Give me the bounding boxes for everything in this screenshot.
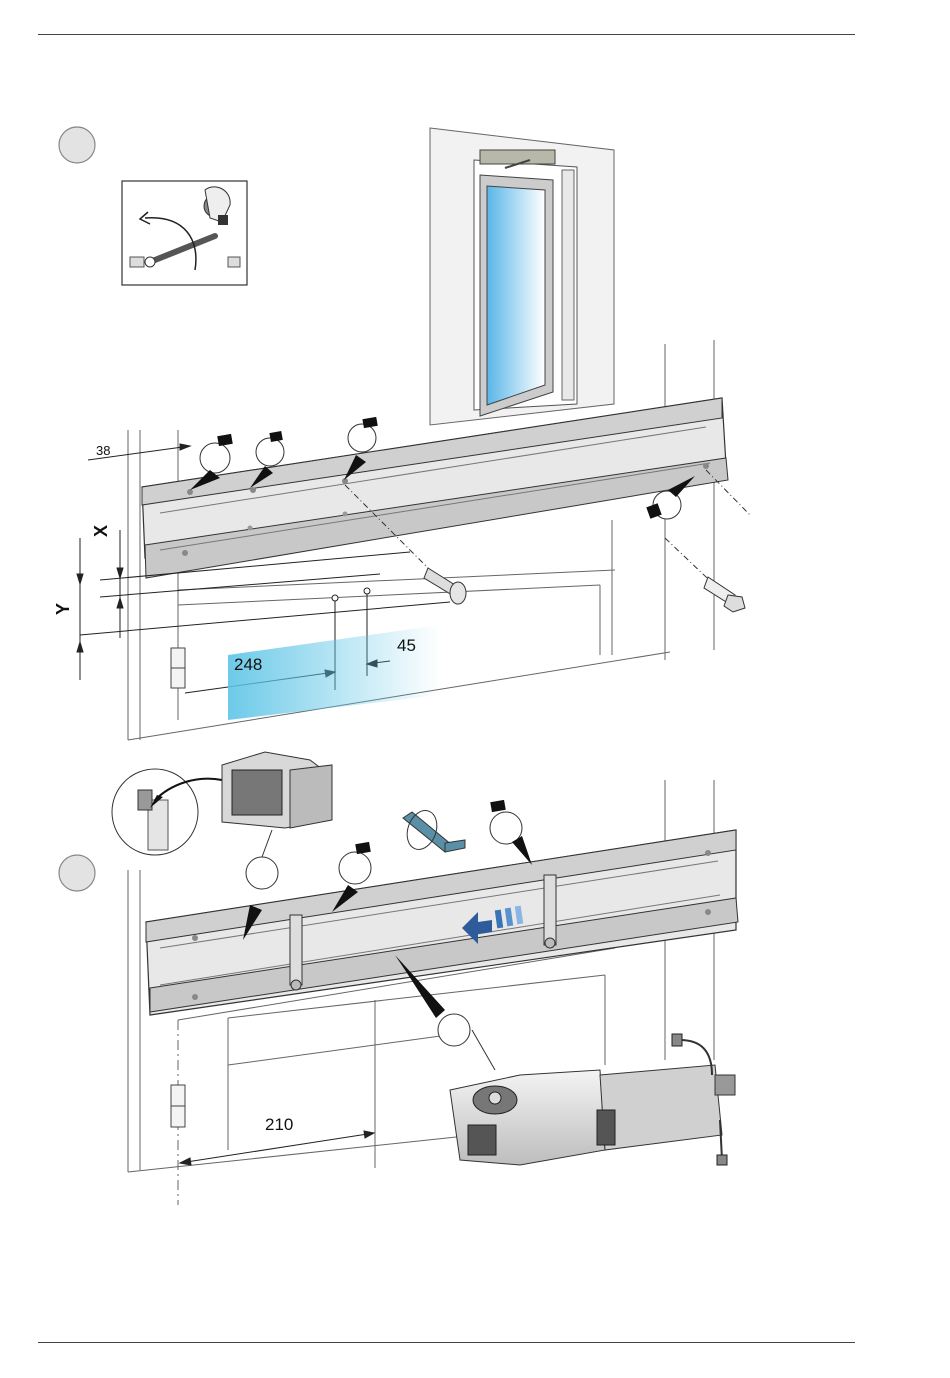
motor-unit bbox=[450, 1034, 735, 1165]
dim-y: Y bbox=[53, 603, 73, 615]
mounting-plate-step2 bbox=[146, 830, 738, 1015]
dimension-line-210 bbox=[180, 1131, 374, 1165]
mounting-plate-step1 bbox=[142, 398, 728, 578]
control-module-inset bbox=[112, 752, 332, 855]
hinge-step1 bbox=[171, 648, 185, 688]
dim-38: 38 bbox=[96, 443, 110, 458]
step-circle-1 bbox=[59, 127, 95, 163]
dim-210: 210 bbox=[265, 1115, 293, 1134]
step-circle-2 bbox=[59, 855, 95, 891]
dim-248: 248 bbox=[234, 655, 262, 674]
dim-45: 45 bbox=[397, 636, 416, 655]
wrench-inset bbox=[122, 181, 247, 285]
hex-key-icon bbox=[402, 806, 465, 853]
dim-x: X bbox=[91, 525, 111, 537]
door-overview bbox=[430, 128, 614, 425]
hinge-step2 bbox=[171, 1085, 185, 1127]
